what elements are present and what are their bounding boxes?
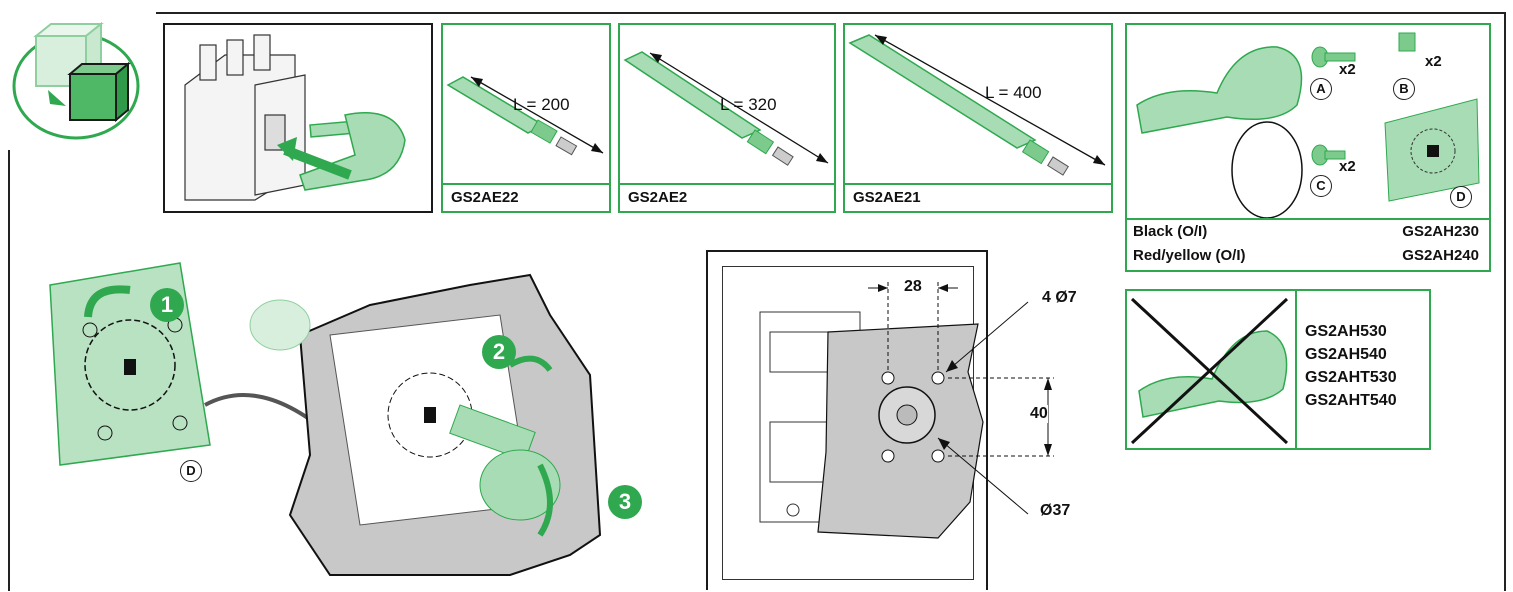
variant-label: Black (O/I) bbox=[1133, 223, 1208, 240]
handle-kit-divider bbox=[1127, 218, 1489, 220]
drilling-template-panel: 28 bbox=[706, 250, 1054, 590]
handle-kit-panel: A x2 B x2 C x2 D Black (O/I) GS2AH230 Re… bbox=[1125, 23, 1491, 272]
step-3-badge: 3 bbox=[608, 485, 642, 519]
handle-kit-drawing bbox=[1136, 32, 1480, 219]
not-compatible-code: GS2AH530 bbox=[1305, 323, 1387, 340]
part-b-badge: B bbox=[1393, 78, 1415, 100]
extension-length-label: L = 400 bbox=[985, 83, 1042, 102]
variant-label: Red/yellow (O/I) bbox=[1133, 247, 1246, 264]
not-compatible-panel: GS2AH530 GS2AH540 GS2AHT530 GS2AHT540 bbox=[1125, 289, 1431, 450]
variant-code: GS2AH230 bbox=[1402, 223, 1479, 240]
part-d-badge: D bbox=[1450, 186, 1472, 208]
mounting-steps-illustration: 1 2 3 D bbox=[30, 255, 650, 585]
part-a-qty: x2 bbox=[1339, 61, 1356, 78]
mounting-mode-icon bbox=[6, 18, 156, 146]
holes-label: 4 Ø7 bbox=[1042, 289, 1077, 306]
not-compatible-code: GS2AH540 bbox=[1305, 346, 1387, 363]
center-hole-label: Ø37 bbox=[1040, 502, 1071, 519]
switch-assembly-panel bbox=[163, 23, 433, 213]
extension-code: GS2AE22 bbox=[443, 183, 609, 211]
frame-right-line bbox=[1504, 12, 1506, 591]
extension-shaft-drawing bbox=[848, 34, 1106, 176]
variant-code: GS2AH240 bbox=[1402, 247, 1479, 264]
extension-panel-3: L = 400 GS2AE21 bbox=[843, 23, 1113, 213]
crossed-handle-drawing bbox=[1130, 297, 1289, 445]
switch-assembly-drawing bbox=[184, 34, 406, 201]
hole-spacing-vertical: 40 bbox=[1030, 405, 1048, 423]
extension-panel-2: L = 320 GS2AE2 bbox=[618, 23, 836, 213]
extension-code: GS2AE2 bbox=[620, 183, 834, 211]
step-2-badge: 2 bbox=[482, 335, 516, 369]
extension-length-label: L = 320 bbox=[720, 95, 777, 114]
extension-length-label: L = 200 bbox=[513, 95, 570, 114]
template-label-badge: D bbox=[180, 460, 202, 482]
step-1-badge: 1 bbox=[150, 288, 184, 322]
not-compatible-divider bbox=[1295, 291, 1297, 448]
hole-spacing-horizontal: 28 bbox=[904, 278, 922, 295]
extension-shaft-drawing bbox=[446, 76, 604, 156]
extension-shaft-drawing bbox=[623, 51, 829, 166]
part-a-badge: A bbox=[1310, 78, 1332, 100]
frame-top-line bbox=[156, 12, 1506, 14]
not-compatible-code: GS2AHT530 bbox=[1305, 369, 1397, 386]
extension-code: GS2AE21 bbox=[845, 183, 1111, 211]
extension-panel-1: L = 200 GS2AE22 bbox=[441, 23, 611, 213]
part-c-badge: C bbox=[1310, 175, 1332, 197]
part-c-qty: x2 bbox=[1339, 158, 1356, 175]
frame-left-line bbox=[8, 150, 10, 591]
part-b-qty: x2 bbox=[1425, 53, 1442, 70]
not-compatible-code: GS2AHT540 bbox=[1305, 392, 1397, 409]
drilling-diagram bbox=[759, 282, 1054, 539]
